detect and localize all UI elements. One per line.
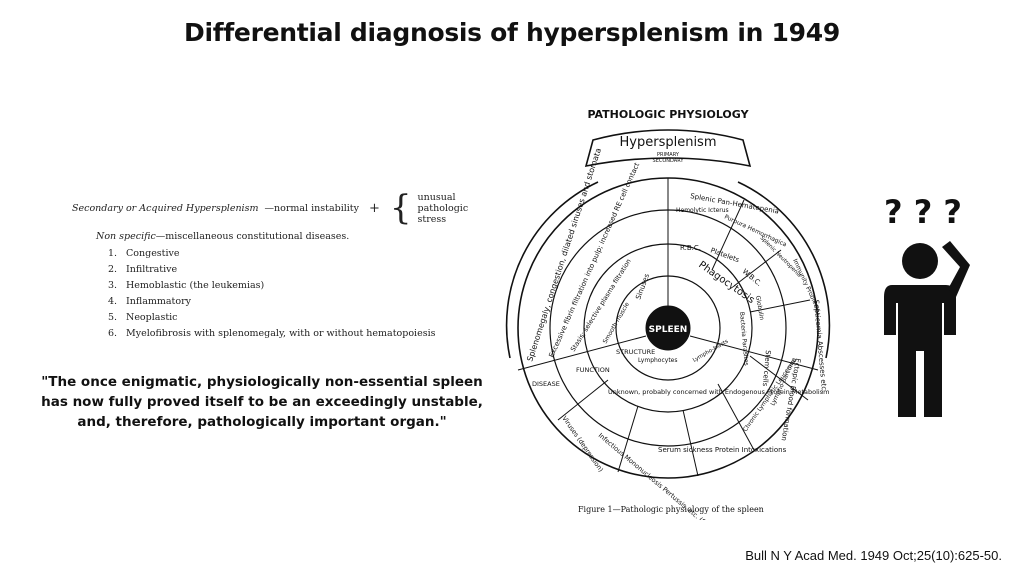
primary-label: PRIMARY — [657, 152, 680, 158]
list-num: 6. — [108, 328, 118, 339]
nonspecific-italic: Non specific — [96, 231, 156, 242]
label-stem-cells: Stem cells — [761, 350, 772, 387]
nonspecific-rest: —miscellaneous constitutional diseases. — [155, 231, 350, 242]
diagram-spokes — [517, 178, 819, 477]
excerpt-brace: { — [389, 187, 412, 228]
list-item: 5. Neoplastic — [108, 310, 492, 326]
citation: Bull N Y Acad Med. 1949 Oct;25(10):625-5… — [745, 548, 1002, 563]
right-outer-arc — [737, 181, 831, 359]
label-lymphocytes: Lymphocytes — [638, 357, 678, 364]
label-function: FUNCTION — [576, 366, 610, 374]
list-item: 3. Hemoblastic (the leukemias) — [108, 278, 492, 294]
person-raised-arm — [942, 241, 970, 297]
list-num: 4. — [108, 296, 118, 307]
label-unknown: Unknown, probably concerned with Endogen… — [608, 388, 829, 396]
excerpt-lead-italic: Secondary or Acquired Hypersplenism — [72, 203, 259, 214]
label-structure: STRUCTURE — [616, 348, 655, 356]
excerpt-list: 1. Congestive 2. Infiltrative 3. Hemoblasti… — [108, 246, 492, 342]
list-text: Neoplastic — [126, 312, 178, 323]
label-lymphoblasts: Lympho-blasts — [692, 339, 730, 364]
quote-text: "The once enigmatic, physiologically non… — [41, 374, 483, 430]
person-head — [902, 243, 938, 279]
list-num: 2. — [108, 264, 118, 275]
secondary-label: SECONDARY — [653, 158, 685, 164]
person-silhouette — [884, 241, 970, 417]
list-item: 4. Inflammatory — [108, 294, 492, 310]
list-text: Congestive — [126, 248, 180, 259]
excerpt-lead-row: Secondary or Acquired Hypersplenism —norm… — [72, 187, 492, 228]
label-bacteria: Bacteria Parasites — [738, 312, 750, 366]
excerpt-nonspecific: Non specific—miscellaneous constitutiona… — [96, 231, 492, 242]
list-item: 1. Congestive — [108, 246, 492, 262]
center-label: SPLEEN — [649, 325, 688, 335]
label-disease: DISEASE — [532, 380, 560, 388]
spleen-diagram: PATHOLOGIC PHYSIOLOGY Hypersplenism PRIM… — [505, 108, 831, 520]
list-text: Hemoblastic (the leukemias) — [126, 280, 265, 291]
list-item: 6. Myelofibrosis with splenomegaly, with … — [108, 326, 492, 342]
list-num: 1. — [108, 248, 118, 259]
excerpt-plus: + — [369, 201, 380, 216]
label-platelets: Platelets — [709, 246, 740, 264]
list-num: 5. — [108, 312, 118, 323]
list-text: Inflammatory — [126, 296, 191, 307]
label-rbc: R.B.C. — [680, 244, 701, 252]
excerpt-lead-rest: —normal instability — [264, 203, 359, 214]
diagram-heading: PATHOLOGIC PHYSIOLOGY — [587, 108, 749, 121]
label-globulin: Globulin — [754, 295, 765, 321]
banner-label: Hypersplenism — [620, 135, 717, 150]
list-text: Infiltrative — [126, 264, 178, 275]
question-marks-icon: ? ? ? — [884, 193, 962, 231]
banner-shape — [584, 129, 752, 168]
list-item: 2. Infiltrative — [108, 262, 492, 278]
label-smooth: Smooth muscle — [602, 301, 631, 345]
list-num: 3. — [108, 280, 118, 291]
label-serum: Serum sickness Protein Intoxications — [658, 446, 787, 454]
figure-caption: Figure 1—Pathologic physiology of the sp… — [578, 505, 764, 514]
slide-title: Differential diagnosis of hypersplenism … — [184, 18, 840, 47]
label-purpura: Purpura Hemorrhagica — [723, 213, 788, 248]
label-hemolytic: Hemolytic Icterus — [676, 207, 729, 214]
thinking-person-icon: ? ? ? — [884, 193, 970, 417]
excerpt-stack-3: stress — [417, 214, 447, 225]
left-outer-arc — [505, 181, 599, 359]
label-septicemia: Septicemia Abscesses etc. — [812, 299, 828, 392]
excerpt-stack: unusual pathologic stress — [418, 192, 469, 225]
list-text: Myelofibrosis with splenomegaly, with or… — [126, 328, 436, 339]
excerpt-block: Secondary or Acquired Hypersplenism —norm… — [72, 187, 492, 342]
excerpt-stack-2: pathologic — [417, 203, 469, 214]
label-phagocytosis: Phagocytosis — [696, 259, 756, 306]
person-body — [884, 285, 956, 417]
excerpt-stack-1: unusual — [417, 192, 456, 203]
